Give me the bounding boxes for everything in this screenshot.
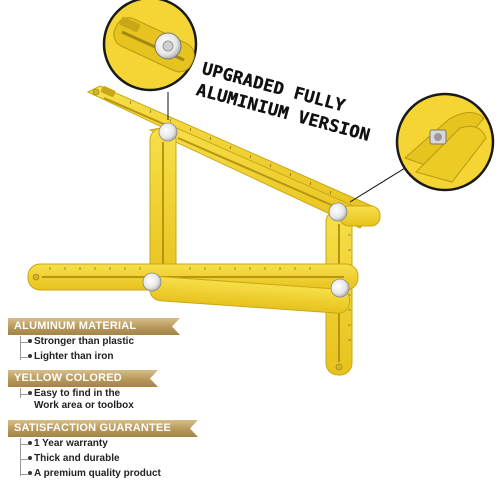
list-item: Lighter than iron (14, 351, 214, 363)
feature-list-guarantee: 1 Year warranty Thick and durable A prem… (14, 438, 214, 480)
list-item: 1 Year warranty (14, 438, 214, 450)
feature-banner-guarantee: SATISFACTION GUARANTEE (8, 420, 198, 437)
end-rivet (335, 363, 343, 371)
pivot-knob (328, 202, 348, 222)
ruler-arm-bottom (27, 263, 359, 291)
ruler-arm-left (149, 127, 177, 289)
end-rivet (32, 273, 40, 281)
pivot-knob (330, 278, 350, 298)
feature-banner-color: YELLOW COLORED (8, 370, 158, 387)
zoom-circle-hinge (395, 92, 495, 192)
brand-logo (101, 86, 116, 97)
list-item: Stronger than plastic (14, 336, 214, 348)
list-item: A premium quality product (14, 468, 214, 480)
feature-list-material: Stronger than plastic Lighter than iron (14, 336, 214, 363)
end-rivet (92, 88, 100, 96)
pivot-knob (158, 122, 178, 142)
feature-banner-material: ALUMINUM MATERIAL (8, 318, 180, 335)
pivot-knob (142, 272, 162, 292)
list-item: Thick and durable (14, 453, 214, 465)
zoom-circle-pivot (102, 0, 198, 92)
